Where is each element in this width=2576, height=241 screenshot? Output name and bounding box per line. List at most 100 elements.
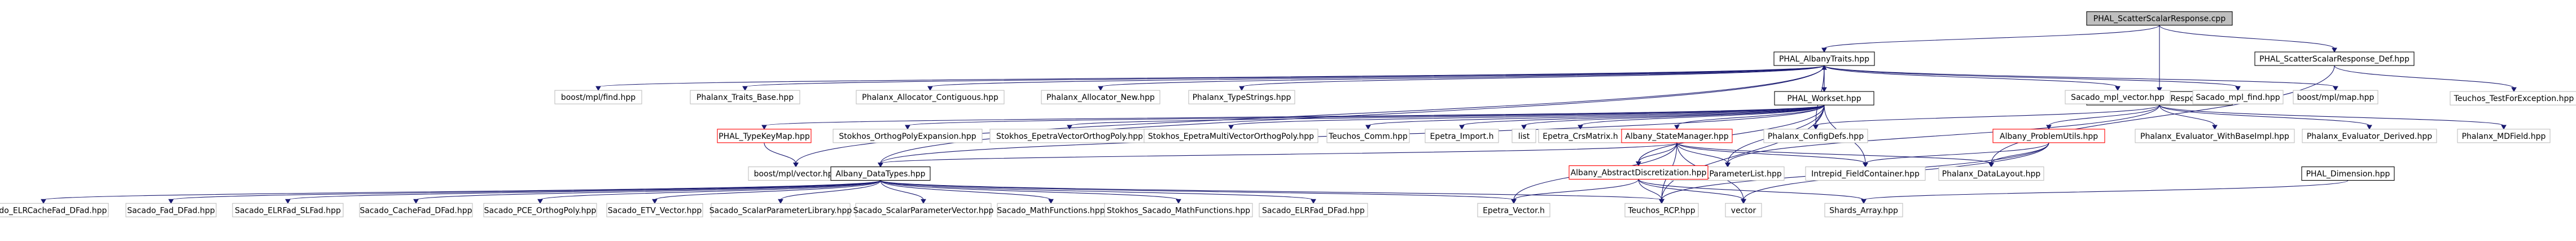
node-n25[interactable]: Phalanx_Evaluator_WithBaseImpl.hpp xyxy=(2135,129,2295,143)
edge-n34-n47 xyxy=(1638,179,1662,200)
node-label: Phalanx_MDField.hpp xyxy=(2462,132,2546,141)
node-label: Albany_DataTypes.hpp xyxy=(835,170,925,179)
node-n48[interactable]: vector xyxy=(1725,203,1762,217)
node-n39[interactable]: Sacado_PCE_OrthogPoly.hpp xyxy=(483,203,597,217)
node-label: list xyxy=(1518,132,1530,141)
node-n13[interactable]: Teuchos_TestForException.hpp xyxy=(2450,91,2576,106)
node-n28[interactable]: boost/mpl/vector.hpp xyxy=(748,166,844,181)
node-n47[interactable]: Teuchos_RCP.hpp xyxy=(1624,203,1699,217)
node-n34[interactable]: Albany_AbstractDiscretization.hpp xyxy=(1569,165,1708,180)
node-label: Sacado_ETV_Vector.hpp xyxy=(608,206,702,215)
node-n11[interactable]: Sacado_mpl_find.hpp xyxy=(2192,90,2284,104)
node-box xyxy=(1188,90,1295,104)
node-label: Albany_AbstractDiscretization.hpp xyxy=(1571,169,1707,178)
node-n15[interactable]: Stokhos_OrthogPolyExpansion.hpp xyxy=(833,129,983,143)
node-box xyxy=(717,129,812,143)
node-label: Stokhos_EpetraMultiVectorOrthogPoly.hpp xyxy=(1148,132,1314,141)
edge-n2-n26 xyxy=(2159,104,2370,126)
node-n40[interactable]: Sacado_ETV_Vector.hpp xyxy=(606,203,703,217)
edge-n29-n38 xyxy=(415,180,881,200)
node-label: Phalanx_ConfigDefs.hpp xyxy=(1768,132,1864,141)
node-n10[interactable]: Sacado_mpl_vector.hpp xyxy=(2065,90,2171,104)
node-box xyxy=(1425,129,1499,143)
node-n16[interactable]: Stokhos_EpetraVectorOrthogPoly.hpp xyxy=(989,129,1150,143)
node-box xyxy=(1773,51,1875,66)
node-n36[interactable]: Sacado_Fad_DFad.hpp xyxy=(125,203,217,217)
node-label: Phalanx_Allocator_New.hpp xyxy=(1046,93,1155,102)
edge-n22-n32 xyxy=(1676,142,1992,164)
edge-arrowhead-n14-n28 xyxy=(793,163,799,168)
edge-n24-n31 xyxy=(1865,142,2049,164)
node-n49[interactable]: Shards_Array.hpp xyxy=(1824,203,1903,217)
node-n5[interactable]: Phalanx_Traits_Base.hpp xyxy=(690,90,800,104)
node-n31[interactable]: Intrepid_FieldContainer.hpp xyxy=(1805,166,1926,181)
edge-n3-n32 xyxy=(1991,65,2335,164)
node-n33[interactable]: PHAL_Dimension.hpp xyxy=(2301,166,2395,181)
edge-arrowhead-n3-n32 xyxy=(1988,163,1994,168)
node-n6[interactable]: Phalanx_Allocator_Contiguous.hpp xyxy=(856,90,1005,104)
node-n1[interactable]: PHAL_AlbanyTraits.hpp xyxy=(1773,51,1875,66)
node-n35[interactable]: Sacado_ELRCacheFad_DFad.hpp xyxy=(0,203,109,217)
edge-arrowhead-n1-n12 xyxy=(2333,86,2338,91)
node-n43[interactable]: Sacado_MathFunctions.hpp xyxy=(997,203,1105,217)
edge-arrowhead-n2-n25 xyxy=(2212,125,2218,130)
edge-arrowhead-n2-n27 xyxy=(2501,125,2507,130)
node-n8[interactable]: Phalanx_TypeStrings.hpp xyxy=(1188,90,1295,104)
edge-n1-n6 xyxy=(930,65,1825,87)
node-box xyxy=(1725,203,1762,217)
edge-arrowhead-n9-n1 xyxy=(1821,65,1827,70)
node-n0[interactable]: PHAL_ScatterScalarResponse.cpp xyxy=(2086,11,2233,26)
node-label: PHAL_TypeKeyMap.hpp xyxy=(719,132,810,141)
node-n44[interactable]: Stokhos_Sacado_MathFunctions.hpp xyxy=(1104,203,1253,217)
node-n32[interactable]: Phalanx_DataLayout.hpp xyxy=(1938,166,2044,181)
node-n37[interactable]: Sacado_ELRFad_SLFad.hpp xyxy=(232,203,344,217)
node-box xyxy=(359,203,473,217)
node-box xyxy=(1621,129,1733,143)
node-n20[interactable]: list xyxy=(1512,129,1536,143)
node-label: Phalanx_Evaluator_WithBaseImpl.hpp xyxy=(2140,132,2289,141)
node-n19[interactable]: Epetra_Import.h xyxy=(1425,129,1499,143)
node-n27[interactable]: Phalanx_MDField.hpp xyxy=(2457,129,2551,143)
node-n26[interactable]: Phalanx_Evaluator_Derived.hpp xyxy=(2302,129,2437,143)
node-n21[interactable]: Epetra_CrsMatrix.h xyxy=(1538,129,1623,143)
node-n24[interactable]: Albany_ProblemUtils.hpp xyxy=(1992,129,2105,143)
node-n23[interactable]: Phalanx_ConfigDefs.hpp xyxy=(1763,129,1868,143)
node-n41[interactable]: Sacado_ScalarParameterLibrary.hpp xyxy=(709,203,852,217)
node-label: Teuchos_TestForException.hpp xyxy=(2454,94,2574,103)
node-n29[interactable]: Albany_DataTypes.hpp xyxy=(830,166,931,181)
edge-arrowhead-n29-n38 xyxy=(413,199,419,204)
node-n46[interactable]: Epetra_Vector.h xyxy=(1477,203,1550,217)
nodes-layer: PHAL_ScatterScalarResponse.cppPHAL_Alban… xyxy=(0,11,2576,217)
node-box xyxy=(1624,203,1699,217)
node-n18[interactable]: Teuchos_Comm.hpp xyxy=(1326,129,1410,143)
node-n3[interactable]: PHAL_ScatterScalarResponse_Def.hpp xyxy=(2254,51,2415,66)
edge-n9-n15 xyxy=(907,104,1825,126)
edge-n29-n46 xyxy=(880,180,1514,200)
node-n38[interactable]: Sacado_CacheFad_DFad.hpp xyxy=(359,203,473,217)
node-box xyxy=(1774,91,1874,106)
edge-n34-n49 xyxy=(1638,179,1864,200)
node-box xyxy=(1805,166,1926,181)
node-box xyxy=(2450,91,2576,106)
node-n7[interactable]: Phalanx_Allocator_New.hpp xyxy=(1041,90,1160,104)
node-n4[interactable]: boost/mpl/find.hpp xyxy=(554,90,642,104)
edge-n3-n13 xyxy=(2334,65,2514,89)
node-n12[interactable]: boost/mpl/map.hpp xyxy=(2293,90,2378,104)
edge-n2-n25 xyxy=(2159,104,2215,126)
node-n17[interactable]: Stokhos_EpetraMultiVectorOrthogPoly.hpp xyxy=(1144,129,1318,143)
node-n42[interactable]: Sacado_ScalarParameterVector.hpp xyxy=(853,203,994,217)
edge-n33-n49 xyxy=(1863,180,2349,200)
edge-arrowhead-n2-n30 xyxy=(1725,163,1731,168)
node-label: PHAL_ScatterScalarResponse_Def.hpp xyxy=(2259,55,2409,64)
edge-n14-n28 xyxy=(764,142,796,164)
node-n45[interactable]: Sacado_ELRFad_DFad.hpp xyxy=(1259,203,1368,217)
edge-n9-n18 xyxy=(1368,104,1825,126)
node-n22[interactable]: Albany_StateManager.hpp xyxy=(1621,129,1733,143)
node-label: Sacado_ScalarParameterVector.hpp xyxy=(853,206,994,215)
node-n9[interactable]: PHAL_Workset.hpp xyxy=(1774,91,1874,106)
node-n14[interactable]: PHAL_TypeKeyMap.hpp xyxy=(717,129,812,143)
node-box xyxy=(2065,90,2171,104)
node-label: boost/mpl/find.hpp xyxy=(561,93,636,102)
edge-arrowhead-n2-n23 xyxy=(1813,125,1819,130)
